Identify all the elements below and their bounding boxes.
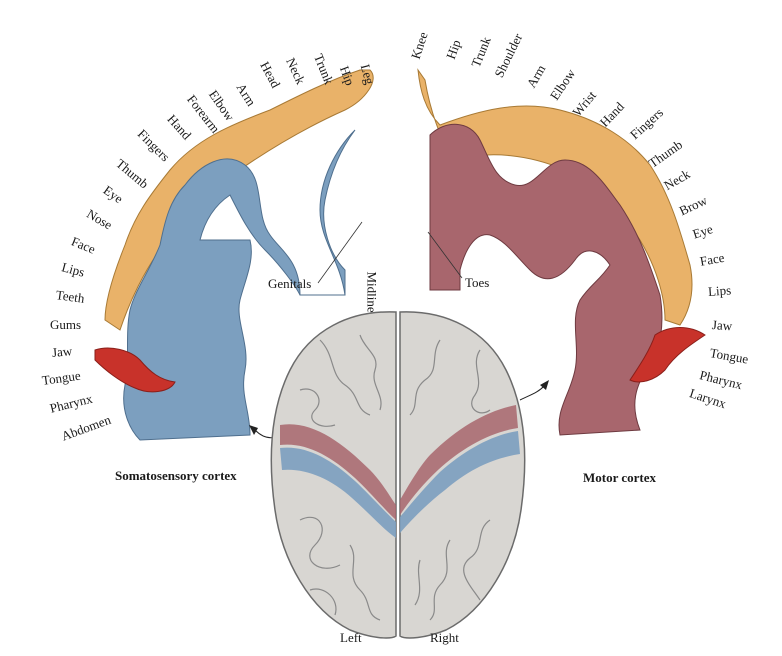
somatosensory-gyrus [123,129,356,441]
tongue-motor [629,327,706,383]
brain-sulci [299,334,491,621]
brain-top-view [270,311,526,639]
motor-gyrus [429,123,663,436]
midline-label: Midline [364,271,380,313]
left-hemisphere-label: Left [340,630,362,645]
tongue-sensory [94,347,176,393]
somatosensory-strip [94,69,374,441]
sensory-arrowhead [249,425,258,435]
sensory-label-teeth: Teeth [54,287,86,306]
sensory-band-left [280,447,396,538]
motor-strip [417,68,706,436]
motor-arrow [519,384,546,401]
motor-caption: Motor cortex [583,470,657,485]
motor-label-jaw: Jaw [711,317,733,334]
somatosensory-homunculus-body [104,69,374,331]
motor-homunculus-body [417,68,693,326]
sensory-label-gums: Gums [50,317,82,332]
motor-band-right [400,405,518,515]
motor-band-left [280,424,396,520]
somatosensory-caption: Somatosensory cortex [115,468,237,483]
genitals-label: Genitals [268,276,312,291]
motor-label-lips: Lips [707,282,732,299]
toes-pointer [427,231,463,279]
sensory-label-jaw: Jaw [51,343,73,360]
toes-label: Toes [465,275,490,290]
sensory-band-right [400,431,520,533]
motor-label-face: Face [698,249,726,269]
genitals-pointer [317,221,363,284]
right-hemisphere-label: Right [430,630,459,645]
motor-arrowhead [540,380,549,390]
